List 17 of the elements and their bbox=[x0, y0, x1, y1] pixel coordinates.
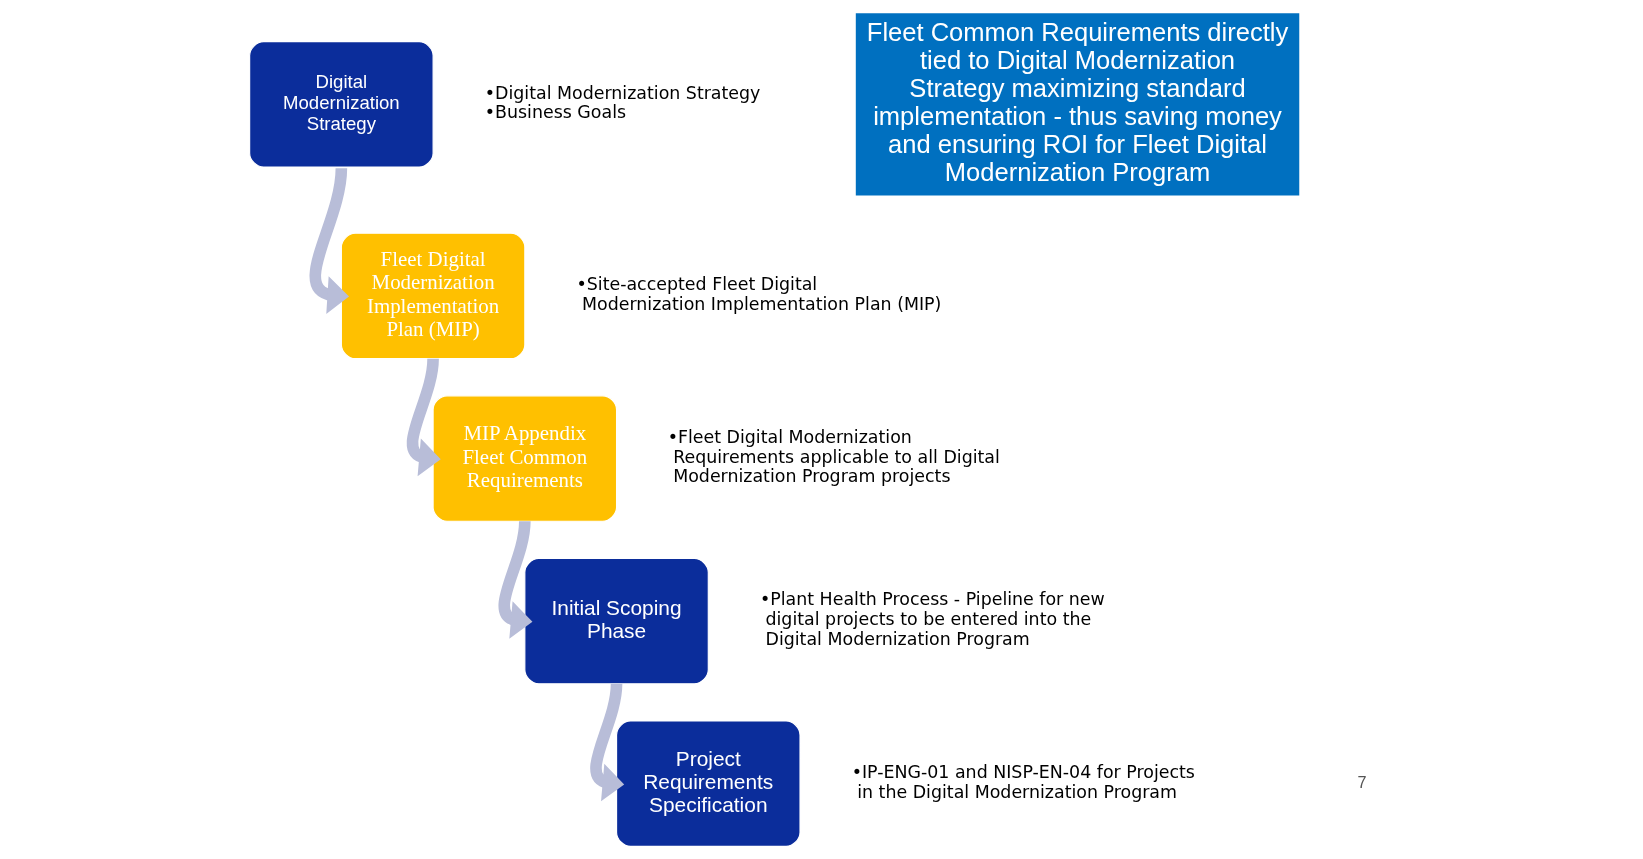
node-label: •Site-accepted Fleet Digital Modernization Implementation Plan (MIP) bbox=[576, 274, 942, 314]
node-label: •IP-ENG-01 and NISP-EN-04 for Projects in the Digital Modernization Program bbox=[851, 761, 1195, 802]
arrow bbox=[309, 167, 349, 314]
node-label: •Digital Modernization Strategy bbox=[484, 82, 761, 103]
node-box: MIP Appendix Fleet Common Requirements bbox=[432, 395, 618, 522]
arrow bbox=[406, 358, 441, 477]
node-label: •Business Goals bbox=[484, 102, 627, 123]
arrow bbox=[498, 520, 533, 639]
node-box: Digital Modernization Strategy bbox=[249, 41, 434, 168]
node-box: Initial Scoping Phase bbox=[524, 557, 709, 685]
label: 7 bbox=[1357, 772, 1367, 791]
node-label: •Plant Health Process - Pipeline for new digital projects to be entered into the Digital Modernization Program bbox=[759, 589, 1105, 649]
node-box: Fleet Digital Modernization Implementation Plan (MIP) bbox=[340, 232, 526, 360]
node-box: Project Requirements Specification bbox=[615, 720, 801, 847]
node-label: •Fleet Digital Modernization Requirements applicable to all Digital Modernization Program projects bbox=[667, 426, 1000, 487]
node-box: Fleet Common Requirements directly tied to Digital Modernization Strategy maximizing standard implementation - thus saving money and ensuring ROI for Fleet Digital Modernization Program bbox=[854, 12, 1301, 197]
arrow bbox=[590, 683, 625, 802]
